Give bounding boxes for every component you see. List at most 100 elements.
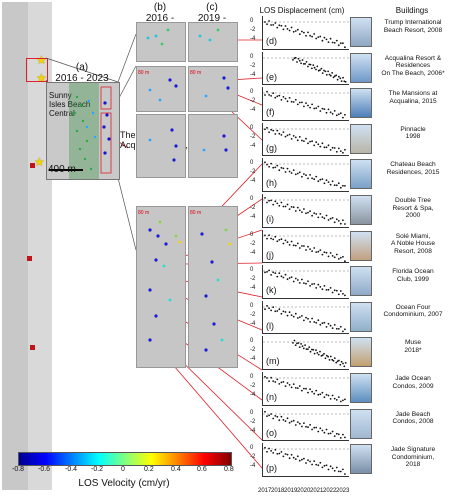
timeseries-point	[276, 309, 279, 312]
timeseries-point	[286, 278, 289, 281]
y-tick: -2	[250, 454, 256, 461]
timeseries-point	[327, 70, 329, 72]
timeseries-point	[303, 139, 305, 142]
timeseries-point	[280, 312, 283, 315]
timeseries-point	[264, 94, 266, 97]
timeseries-point	[296, 316, 299, 319]
timeseries-point	[309, 247, 311, 250]
y-tick: -2	[250, 98, 256, 105]
timeseries-point	[272, 417, 275, 419]
timeseries-letter: (g)	[266, 142, 277, 153]
timeseries-point	[298, 209, 301, 212]
y-tick: 0	[250, 89, 254, 96]
timeseries-point	[270, 95, 272, 97]
timeseries-point	[335, 327, 338, 330]
timeseries-point	[294, 387, 297, 389]
timeseries-letter: (i)	[266, 214, 274, 224]
timeseries-point	[315, 389, 318, 392]
timeseries-point	[307, 31, 309, 34]
timeseries-point	[344, 223, 346, 225]
timeseries-point	[313, 460, 316, 463]
timeseries-point	[333, 184, 336, 187]
colorbar	[18, 452, 232, 466]
timeseries-point	[298, 101, 301, 104]
timeseries-point	[321, 253, 324, 256]
timeseries-points	[263, 126, 349, 154]
timeseries-point	[321, 216, 324, 218]
timeseries-point	[282, 96, 285, 98]
timeseries-point	[307, 65, 309, 67]
timeseries-point	[311, 390, 313, 393]
timeseries-point	[331, 71, 334, 74]
timeseries-point	[313, 392, 316, 395]
y-tick: 0	[250, 374, 254, 380]
timeseries-point	[319, 323, 322, 326]
timeseries-point	[325, 179, 328, 182]
timeseries-point	[303, 31, 305, 34]
timeseries-point	[313, 144, 316, 147]
y-tick: -4	[250, 427, 256, 434]
timeseries-point	[337, 182, 340, 185]
timeseries-point	[286, 453, 289, 456]
timeseries-point	[311, 283, 313, 286]
timeseries-point	[282, 167, 285, 170]
timeseries-point	[292, 419, 295, 422]
timeseries-point	[301, 176, 303, 179]
colorbar-title: LOS Velocity (cm/yr)	[78, 478, 170, 489]
timeseries-point	[323, 353, 325, 356]
timeseries-point	[270, 199, 272, 202]
timeseries-point	[280, 167, 283, 170]
timeseries-point	[327, 468, 330, 471]
timeseries-point	[325, 38, 328, 41]
timeseries-point	[290, 172, 293, 175]
timeseries-point	[292, 169, 295, 172]
building-photo	[350, 52, 372, 83]
timeseries-point	[305, 316, 307, 319]
timeseries-point	[307, 425, 309, 428]
timeseries-point	[296, 103, 299, 106]
timeseries-point	[335, 73, 338, 76]
timeseries-point	[331, 217, 334, 219]
timeseries-point	[282, 242, 285, 244]
timeseries-points	[263, 197, 349, 225]
y-tick: -2	[250, 205, 256, 211]
timeseries-point	[340, 79, 343, 82]
timeseries-point	[302, 62, 305, 65]
timeseries-point	[303, 421, 305, 424]
timeseries-point	[296, 28, 299, 31]
timeseries-letter: (d)	[266, 36, 277, 46]
timeseries-point	[288, 208, 291, 210]
timeseries-point	[268, 307, 270, 309]
timeseries-point	[266, 90, 268, 93]
scale-bar	[49, 169, 83, 171]
timeseries-point	[331, 146, 334, 149]
timeseries-plot	[262, 87, 349, 121]
timeseries-point	[335, 253, 338, 255]
timeseries-point	[337, 293, 340, 296]
timeseries-point	[337, 44, 340, 47]
timeseries-point	[331, 41, 334, 44]
timeseries-point	[323, 108, 326, 111]
timeseries-point	[324, 357, 327, 360]
y-tick: 0	[250, 53, 254, 60]
timeseries-point	[325, 146, 328, 148]
timeseries-point	[319, 213, 322, 215]
timeseries-point	[327, 219, 330, 221]
timeseries-point	[301, 345, 304, 348]
timeseries-point	[339, 470, 342, 473]
colorbar-tick: 0.6	[197, 466, 207, 473]
timeseries-point	[325, 428, 328, 430]
timeseries-point	[344, 294, 346, 297]
timeseries-point	[329, 465, 332, 468]
timeseries-point	[342, 330, 344, 333]
timeseries-point	[325, 251, 328, 254]
timeseries-point	[335, 184, 338, 187]
timeseries-point	[300, 61, 302, 64]
timeseries-point	[333, 357, 336, 360]
timeseries-point	[270, 274, 272, 276]
timeseries-point	[268, 166, 270, 169]
timeseries-point	[286, 416, 289, 419]
timeseries-point	[331, 467, 334, 470]
thumbnail-c-low	[188, 114, 238, 178]
timeseries-letter: (n)	[266, 392, 277, 402]
